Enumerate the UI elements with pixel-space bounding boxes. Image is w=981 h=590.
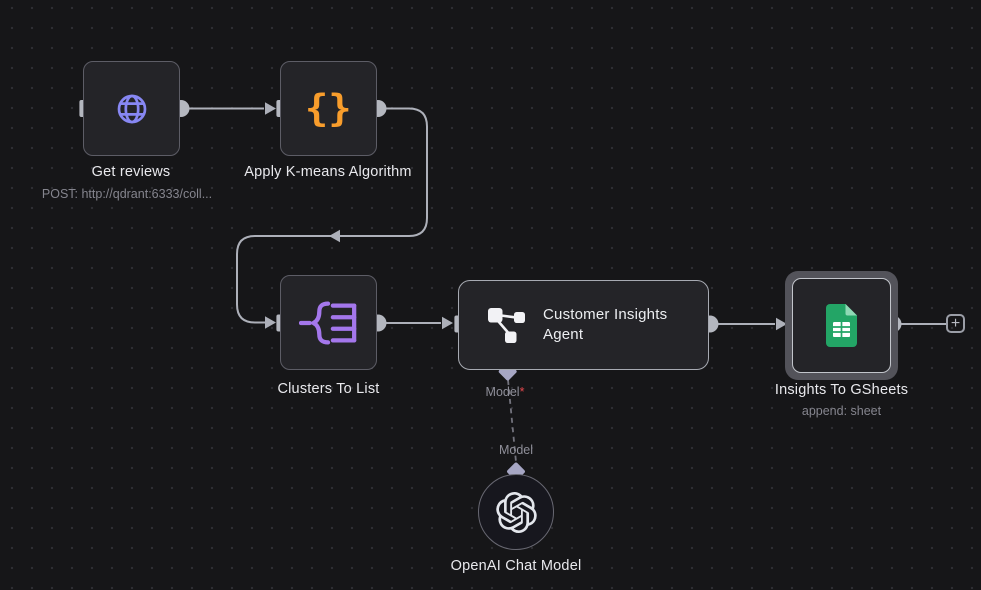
arrowhead-icon <box>442 316 453 330</box>
node-label-openai-chat-model: OpenAI Chat Model <box>450 558 582 574</box>
node-selection-halo <box>785 271 898 380</box>
node-subtitle-get-reviews: POST: http://qdrant:6333/coll... <box>41 187 213 201</box>
model-input-label-text: Model <box>485 385 520 399</box>
node-apply-kmeans[interactable]: {} <box>280 61 377 156</box>
globe-icon <box>117 94 146 123</box>
required-marker: * <box>519 385 525 399</box>
node-label-apply-kmeans: Apply K-means Algorithm <box>244 164 412 180</box>
agent-flow-icon <box>488 307 525 343</box>
arrowhead-icon <box>265 102 276 115</box>
google-sheets-icon <box>826 304 857 347</box>
node-subtitle-insights-to-gsheets: append: sheet <box>801 404 882 418</box>
node-label-clusters-to-list: Clusters To List <box>277 381 380 397</box>
code-braces-icon: {} <box>305 87 352 130</box>
add-node-button[interactable]: + <box>946 314 965 333</box>
node-clusters-to-list[interactable] <box>280 275 377 370</box>
model-input-label: Model* <box>486 385 525 399</box>
node-label-insights-to-gsheets: Insights To GSheets <box>774 382 909 398</box>
openai-logo-icon <box>495 491 537 533</box>
arrowhead-icon <box>776 317 787 331</box>
edge-agent-model[interactable] <box>507 379 517 463</box>
node-label-get-reviews: Get reviews <box>91 164 171 180</box>
node-insights-to-gsheets[interactable] <box>792 278 891 373</box>
node-customer-insights-agent[interactable]: Customer Insights Agent <box>458 280 709 370</box>
arrowhead-icon <box>329 229 340 243</box>
model-endpoint-label: Model <box>498 443 534 457</box>
node-get-reviews[interactable] <box>83 61 180 156</box>
split-out-icon <box>298 301 356 344</box>
arrowhead-icon <box>265 316 276 329</box>
node-openai-chat-model[interactable] <box>478 474 554 550</box>
node-label-customer-insights-agent: Customer Insights Agent <box>543 306 668 343</box>
